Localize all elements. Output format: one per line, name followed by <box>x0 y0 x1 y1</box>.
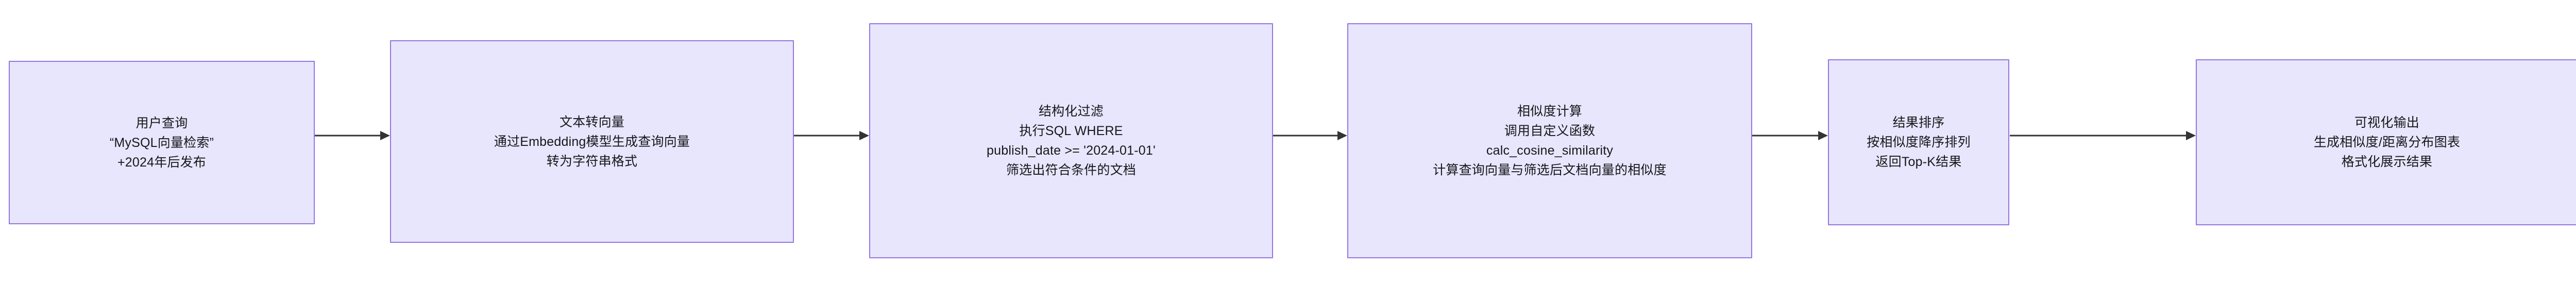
flow-arrow-4 <box>1752 129 1828 142</box>
flow-arrow-2 <box>794 129 869 142</box>
node-similarity-calc[interactable]: 相似度计算调用自定义函数 calc_cosine_similarity 计算查询向量… <box>1347 23 1752 258</box>
node-user-query-line-1: 用户查询 <box>135 115 188 130</box>
node-result-ranking-line-3: 返回Top-K结果 <box>1875 155 1962 169</box>
node-structured-filter-line-1: 结构化过滤 <box>1038 104 1104 119</box>
node-visual-output-line-2: 生成相似度/距离分布图表 <box>2313 135 2461 150</box>
node-result-ranking-line-1: 结果排序 <box>1892 115 1945 130</box>
node-user-query-line-3: +2024年后发布 <box>117 155 206 170</box>
node-similarity-calc-line-4: 计算查询向量与筛选后文档向量的相似度 <box>1433 163 1667 177</box>
node-similarity-calc-line-3: calc_cosine_similarity <box>1486 143 1614 158</box>
node-visual-output[interactable]: 可视化输出生成相似度/距离分布图表格式化展示结果 <box>2196 59 2576 225</box>
flow-arrow-3 <box>1273 129 1347 142</box>
node-structured-filter-line-2: 执行SQL WHERE <box>1019 124 1123 138</box>
node-visual-output-line-1: 可视化输出 <box>2354 115 2419 130</box>
node-similarity-calc-line-2: 调用自定义函数 <box>1504 124 1596 138</box>
flow-arrow-5 <box>2010 129 2196 142</box>
node-visual-output-line-3: 格式化展示结果 <box>2341 155 2433 169</box>
node-text-to-vector-line-3: 转为字符串格式 <box>546 154 638 169</box>
flow-arrow-1 <box>315 129 390 142</box>
node-user-query-line-2: “MySQL向量检索” <box>109 135 214 150</box>
node-structured-filter-line-3: publish_date >= '2024-01-01' <box>987 143 1156 158</box>
node-text-to-vector[interactable]: 文本转向量通过Embedding模型生成查询向量转为字符串格式 <box>390 40 794 243</box>
node-result-ranking[interactable]: 结果排序按相似度降序排列返回Top-K结果 <box>1828 59 2009 225</box>
node-result-ranking-line-2: 按相似度降序排列 <box>1867 135 1971 150</box>
node-text-to-vector-line-2: 通过Embedding模型生成查询向量 <box>494 134 690 149</box>
node-similarity-calc-line-1: 相似度计算 <box>1517 104 1582 119</box>
node-structured-filter-line-4: 筛选出符合条件的文档 <box>1006 163 1136 177</box>
node-user-query[interactable]: 用户查询 “MySQL向量检索” +2024年后发布 <box>9 61 315 224</box>
node-text-to-vector-line-1: 文本转向量 <box>559 114 624 129</box>
node-structured-filter[interactable]: 结构化过滤执行SQL WHERE publish_date >= '2024-01… <box>869 23 1273 258</box>
